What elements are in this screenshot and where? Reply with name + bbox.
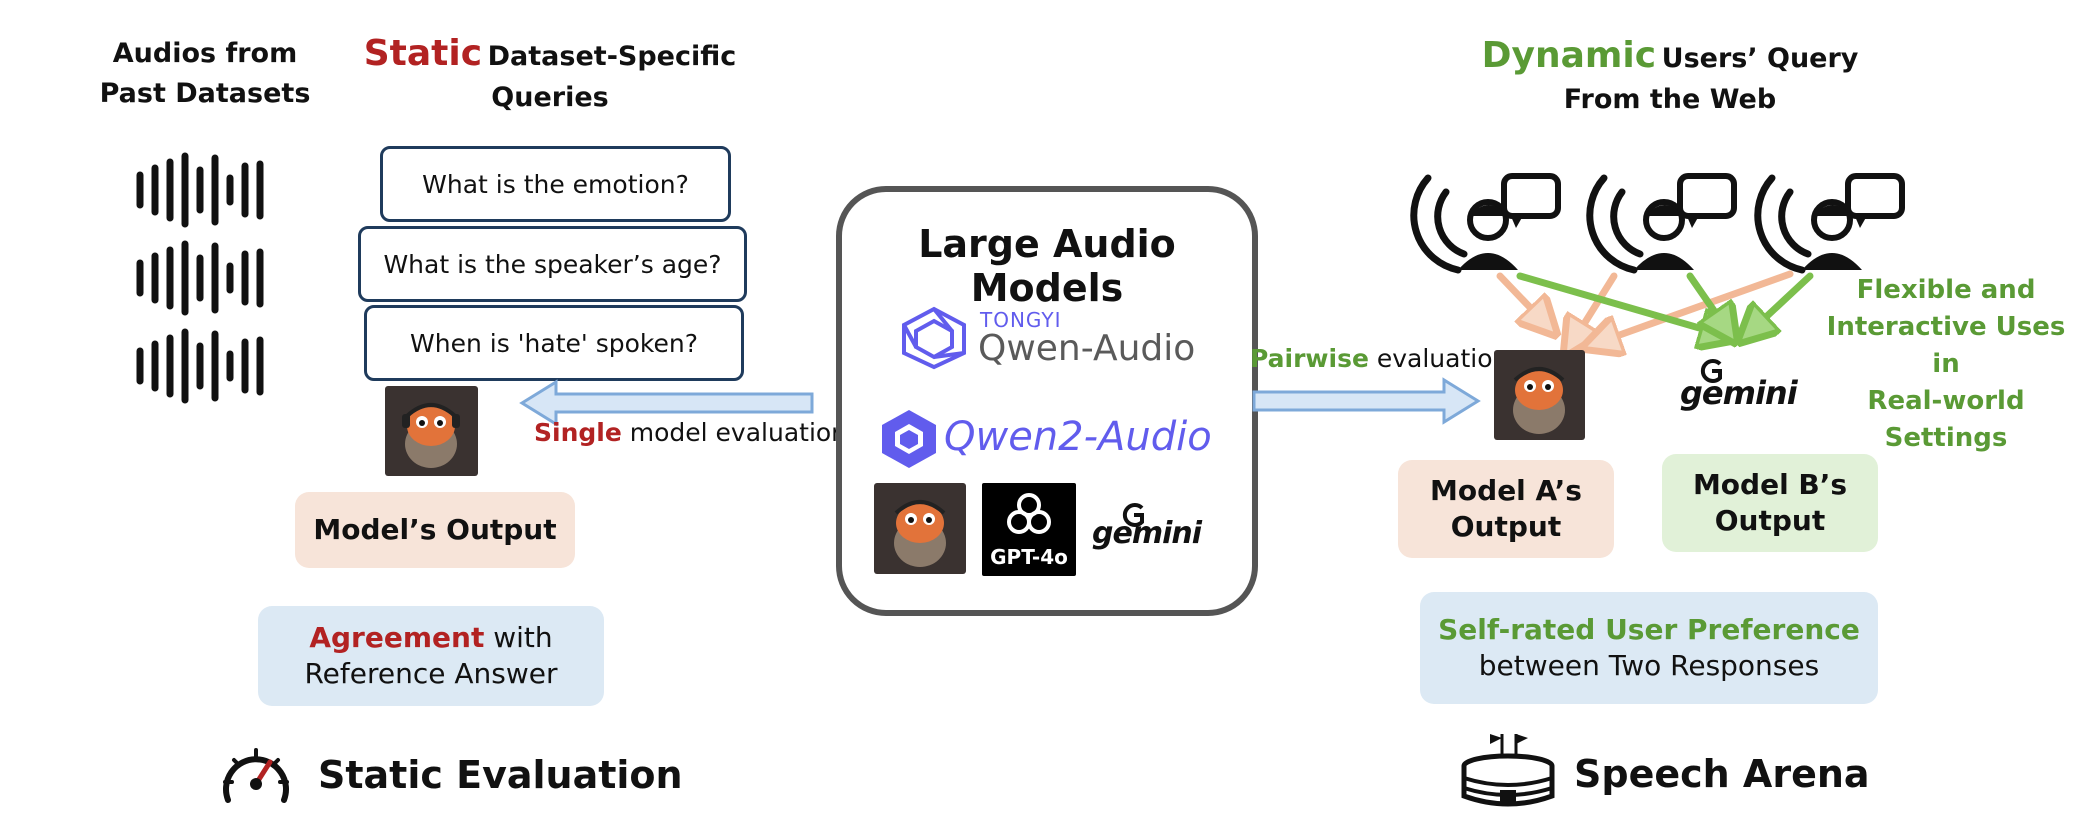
flexible-line3: Real-world Settings xyxy=(1867,386,2025,453)
right-gemini-label: gemini xyxy=(1680,374,1798,412)
dynamic-rest: Users’ Query xyxy=(1661,43,1859,74)
preference-panel: Self-rated User Preference between Two R… xyxy=(1420,592,1878,704)
qwen-audio-label: Qwen-Audio xyxy=(978,328,1196,369)
model-b-output-panel: Model B’s Output xyxy=(1662,454,1878,552)
user-speech-icon xyxy=(1414,176,1558,270)
model-a-line2: Output xyxy=(1450,510,1562,543)
query-text: What is the emotion? xyxy=(422,169,689,199)
model-output-panel: Model’s Output xyxy=(295,492,575,568)
static-word: Static xyxy=(363,33,483,74)
single-eval-label: Single model evaluation xyxy=(534,418,847,447)
pairwise-eval-arrow xyxy=(1252,377,1481,425)
query-text: What is the speaker’s age? xyxy=(383,249,722,279)
static-queries-title: Static Dataset-Specific Queries xyxy=(360,32,740,120)
static-evaluation-footer: Static Evaluation xyxy=(318,753,683,797)
agreement-rest: with xyxy=(484,620,553,654)
query-box-hate: When is 'hate' spoken? xyxy=(364,305,744,381)
speedometer-icon xyxy=(223,748,289,803)
model-b-line2: Output xyxy=(1714,504,1826,537)
static-line2: Queries xyxy=(491,82,609,113)
qwen2-logo-icon xyxy=(882,410,936,468)
model-output-label: Model’s Output xyxy=(313,512,557,546)
qwen2-audio-label: Qwen2-Audio xyxy=(944,414,1212,460)
gpt4o-tile: GPT-4o xyxy=(982,483,1076,576)
gemini-logo-icon xyxy=(1122,503,1144,527)
model-a-line1: Model A’s xyxy=(1430,473,1582,507)
stadium-icon xyxy=(1461,734,1555,807)
pref-line2: between Two Responses xyxy=(1478,649,1820,682)
pref-line1: Self-rated User Preference xyxy=(1438,612,1860,646)
fish-avatar-icon xyxy=(874,483,966,574)
qwen-logo-icon xyxy=(902,306,966,370)
speech-arena-footer: Speech Arena xyxy=(1574,752,1870,796)
agreement-panel: Agreement with Reference Answer xyxy=(258,606,604,706)
audio-waveform-icon xyxy=(136,152,264,404)
pairwise-eval-label: Pairwise evaluation xyxy=(1250,344,1508,373)
user-speech-icon xyxy=(1590,176,1734,270)
single-word: Single xyxy=(534,418,622,447)
static-rest: Dataset-Specific xyxy=(487,41,737,72)
fish-avatar-icon xyxy=(385,386,478,476)
dynamic-line2: From the Web xyxy=(1563,84,1777,115)
flexible-line1: Flexible and xyxy=(1856,275,2036,305)
flexible-uses-label: Flexible and Interactive Uses in Real-wo… xyxy=(1812,272,2080,457)
query-box-emotion: What is the emotion? xyxy=(380,146,731,222)
center-gemini-label: gemini xyxy=(1092,516,1202,551)
audio-title: Audios from Past Datasets xyxy=(95,34,315,114)
model-b-line1: Model B’s xyxy=(1692,467,1848,501)
user-speech-icon xyxy=(1758,176,1902,270)
gpt4o-label: GPT-4o xyxy=(990,545,1068,569)
fish-avatar-icon xyxy=(1494,350,1585,440)
user-speech-icons xyxy=(1410,158,1910,274)
audio-title-line2: Past Datasets xyxy=(99,78,311,109)
gemini-logo-icon xyxy=(1700,359,1722,383)
dynamic-word: Dynamic xyxy=(1481,35,1657,76)
query-box-age: What is the speaker’s age? xyxy=(358,226,747,302)
model-a-output-panel: Model A’s Output xyxy=(1398,460,1614,558)
center-title: Large Audio Models xyxy=(918,222,1176,310)
openai-logo-icon xyxy=(1007,493,1051,534)
pairwise-rest: evaluation xyxy=(1368,344,1509,373)
audio-title-line1: Audios from xyxy=(112,38,298,69)
single-rest: model evaluation xyxy=(621,418,848,447)
pairwise-word: Pairwise xyxy=(1250,344,1369,373)
user-to-model-arrows xyxy=(1496,270,1814,372)
flexible-line2: Interactive Uses in xyxy=(1826,312,2066,379)
dynamic-queries-title: Dynamic Users’ Query From the Web xyxy=(1470,34,1870,122)
agreement-line2: Reference Answer xyxy=(304,657,558,690)
single-eval-arrow xyxy=(519,379,814,427)
agreement-word: Agreement xyxy=(309,620,485,654)
tongyi-label: TONGYI xyxy=(980,308,1062,332)
query-text: When is 'hate' spoken? xyxy=(410,328,698,358)
